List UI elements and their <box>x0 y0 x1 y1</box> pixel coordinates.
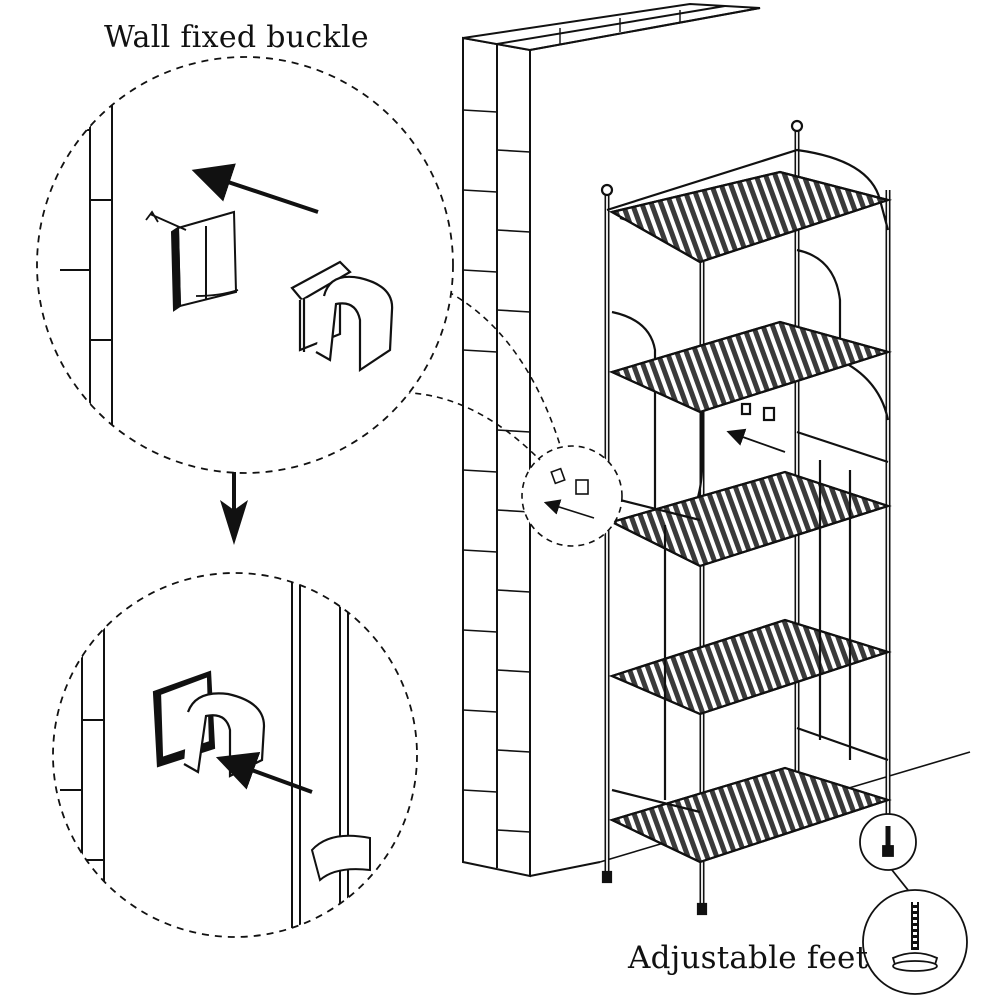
shelf-rack <box>600 119 894 916</box>
adjustable-foot-detail <box>859 813 968 995</box>
buckle-attached-detail <box>52 572 418 938</box>
wall-fixed-buckle-label: Wall fixed buckle <box>104 20 369 55</box>
shelf-tier-5 <box>608 766 892 864</box>
wall-fixed-buckle-detail <box>36 56 454 474</box>
adhesive-pad-icon <box>145 210 239 312</box>
shelf-tier-2 <box>608 320 892 414</box>
shelf-tier-3 <box>608 470 892 568</box>
arrow-icon <box>215 751 313 794</box>
shelf-tier-4 <box>608 618 892 716</box>
shelf-tier-1 <box>609 170 892 264</box>
arrow-icon <box>191 163 319 214</box>
wall <box>462 2 761 878</box>
buckle-callout-small <box>521 445 623 547</box>
adjustable-feet-label: Adjustable feet <box>628 940 869 976</box>
screw-foot-icon <box>891 902 939 972</box>
buckle-clip-icon <box>290 260 394 373</box>
down-arrow-icon <box>220 472 248 545</box>
